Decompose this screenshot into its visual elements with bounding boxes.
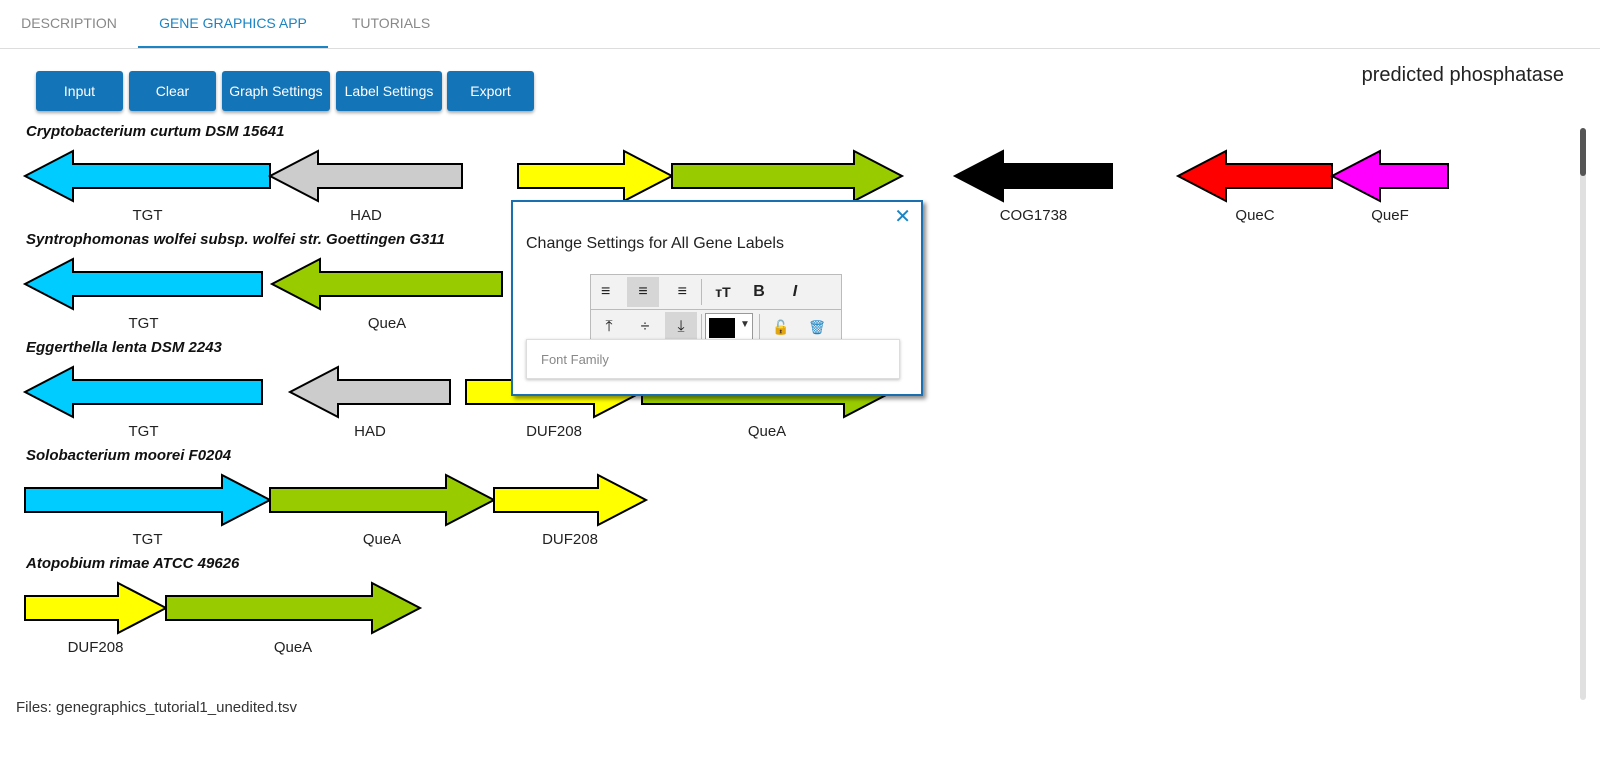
gene-arrow-cog1738[interactable]	[952, 149, 1113, 203]
gene-label[interactable]: HAD	[350, 207, 382, 224]
clear-button[interactable]: Clear	[129, 71, 216, 111]
input-button[interactable]: Input	[36, 71, 123, 111]
gene-arrow-duf208[interactable]	[24, 581, 169, 635]
gene-arrow-duf208[interactable]	[517, 149, 675, 203]
gene-label[interactable]: DUF208	[526, 423, 582, 440]
files-info: Files: genegraphics_tutorial1_unedited.t…	[16, 699, 298, 716]
label-color-picker[interactable]: ▼	[705, 313, 753, 343]
valign-middle-icon[interactable]: ÷	[640, 318, 650, 335]
scrollbar-track[interactable]	[1580, 128, 1586, 700]
gene-label-settings-popup: ✕ Change Settings for All Gene Labels ≡ …	[511, 200, 923, 396]
gene-arrow-quea[interactable]	[269, 473, 497, 527]
gene-arrow-had[interactable]	[287, 365, 451, 419]
top-tab-bar: DESCRIPTION GENE GRAPHICS APP TUTORIALS	[0, 0, 1600, 49]
font-family-placeholder: Font Family	[541, 352, 609, 367]
unlock-icon[interactable]: 🔓	[772, 319, 790, 335]
gene-label[interactable]: TGT	[133, 531, 163, 548]
graph-title[interactable]: predicted phosphatase	[1361, 64, 1564, 86]
font-family-select[interactable]: Font Family	[526, 339, 900, 379]
scrollbar-thumb[interactable]	[1580, 128, 1586, 176]
gene-arrow-quea[interactable]	[269, 257, 503, 311]
gene-arrow-tgt[interactable]	[22, 365, 263, 419]
label-settings-button[interactable]: Label Settings	[336, 71, 442, 111]
genome-name[interactable]: Atopobium rimae ATCC 49626	[25, 555, 240, 572]
align-center-icon[interactable]: ≡	[627, 277, 659, 307]
gene-arrow-quef[interactable]	[1329, 149, 1449, 203]
gene-label[interactable]: TGT	[133, 207, 163, 224]
valign-bottom-icon[interactable]: ⤓	[665, 312, 697, 342]
gene-label[interactable]: QueA	[368, 315, 406, 332]
genome-name[interactable]: Syntrophomonas wolfei subsp. wolfei str.…	[26, 231, 445, 248]
gene-label[interactable]: QueF	[1371, 207, 1409, 224]
gene-label[interactable]: DUF208	[542, 531, 598, 548]
genome-name[interactable]: Eggerthella lenta DSM 2243	[26, 339, 223, 356]
genome-name[interactable]: Solobacterium moorei F0204	[26, 447, 232, 464]
export-button[interactable]: Export	[447, 71, 534, 111]
genome-name[interactable]: Cryptobacterium curtum DSM 15641	[26, 123, 284, 140]
gene-arrow-tgt[interactable]	[22, 149, 271, 203]
gene-label[interactable]: QueA	[363, 531, 401, 548]
gene-label[interactable]: TGT	[129, 423, 159, 440]
delete-icon[interactable]: 🗑	[808, 319, 826, 335]
font-size-icon[interactable]: ᴛT	[715, 284, 731, 300]
gene-arrow-quec[interactable]	[1175, 149, 1333, 203]
close-icon[interactable]: ✕	[894, 206, 911, 228]
tab-tutorials[interactable]: TUTORIALS	[351, 15, 431, 31]
gene-arrow-duf208[interactable]	[493, 473, 649, 527]
tab-gene-graphics-app[interactable]: GENE GRAPHICS APP	[138, 0, 328, 48]
gene-arrow-had[interactable]	[267, 149, 463, 203]
valign-top-icon[interactable]: ⤒	[605, 318, 613, 335]
gene-arrow-quea[interactable]	[165, 581, 423, 635]
align-right-icon[interactable]: ≡	[677, 283, 687, 300]
gene-arrow-tgt[interactable]	[24, 473, 273, 527]
gene-arrow-tgt[interactable]	[22, 257, 263, 311]
chevron-down-icon: ▼	[740, 319, 750, 330]
gene-label[interactable]: COG1738	[1000, 207, 1068, 224]
gene-label[interactable]: QueA	[274, 639, 312, 656]
color-swatch	[709, 318, 735, 338]
gene-arrow-quea[interactable]	[671, 149, 905, 203]
tab-description[interactable]: DESCRIPTION	[21, 15, 117, 31]
popup-title: Change Settings for All Gene Labels	[526, 235, 784, 252]
gene-label[interactable]: QueC	[1235, 207, 1274, 224]
align-left-icon[interactable]: ≡	[601, 283, 611, 300]
label-format-toolbar: ≡ ≡ ≡ ᴛT B I ⤒ ÷ ⤓ ▼ 🔓 🗑	[590, 274, 842, 344]
italic-icon[interactable]: I	[792, 283, 798, 300]
graph-settings-button[interactable]: Graph Settings	[222, 71, 330, 111]
gene-label[interactable]: QueA	[748, 423, 786, 440]
bold-icon[interactable]: B	[753, 283, 765, 300]
gene-label[interactable]: TGT	[129, 315, 159, 332]
gene-label[interactable]: HAD	[354, 423, 386, 440]
gene-label[interactable]: DUF208	[68, 639, 124, 656]
